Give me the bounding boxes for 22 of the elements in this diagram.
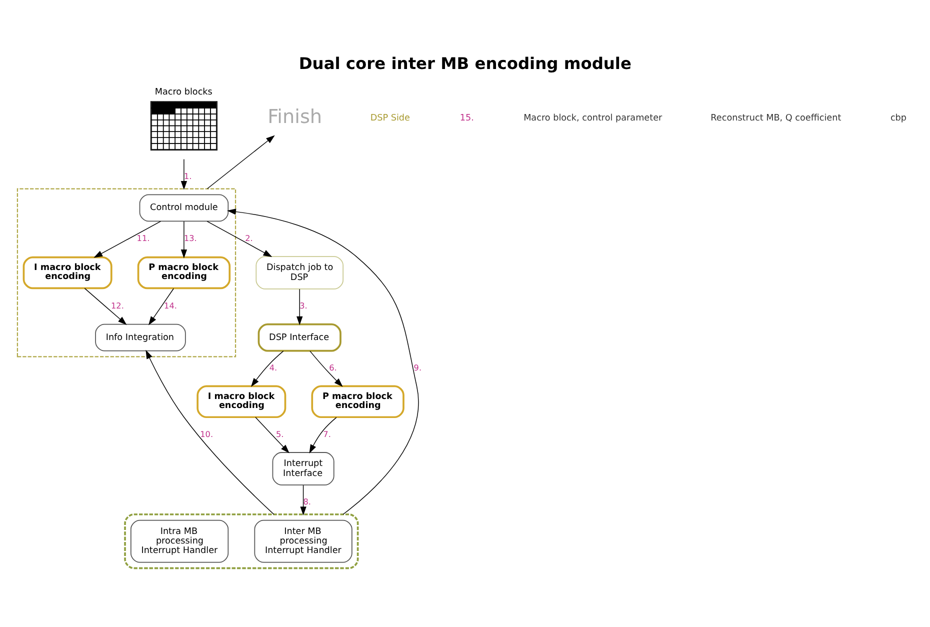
- label: 15.: [460, 113, 474, 124]
- node-text: Finish: [268, 104, 322, 128]
- edge-label: 3.: [300, 300, 308, 310]
- edge-label: 8.: [303, 496, 312, 506]
- edge-label: 2.: [245, 232, 253, 242]
- edge-label: 14.: [164, 300, 177, 310]
- label: Macro block, control parameter: [524, 113, 662, 124]
- label: Reconstruct MB, Q coefficient: [710, 113, 842, 124]
- edge-label: 10.: [200, 428, 214, 438]
- edge-label: 1.: [184, 170, 192, 181]
- label: DSP Side: [370, 113, 410, 124]
- edge-label: 6.: [329, 362, 337, 372]
- label: cbp: [890, 113, 907, 124]
- diagram-title: Dual core inter MB encoding module: [298, 54, 632, 73]
- node-label: Macro blocks: [154, 87, 212, 98]
- edge-label: 11.: [136, 232, 150, 242]
- edge-label: 12.: [111, 300, 124, 310]
- edge-label: 13.: [184, 232, 197, 242]
- edge-label: 5.: [276, 428, 284, 438]
- edge-label: 9.: [414, 362, 422, 372]
- edge-label: 7.: [323, 428, 331, 438]
- edge-label: 4.: [269, 362, 278, 372]
